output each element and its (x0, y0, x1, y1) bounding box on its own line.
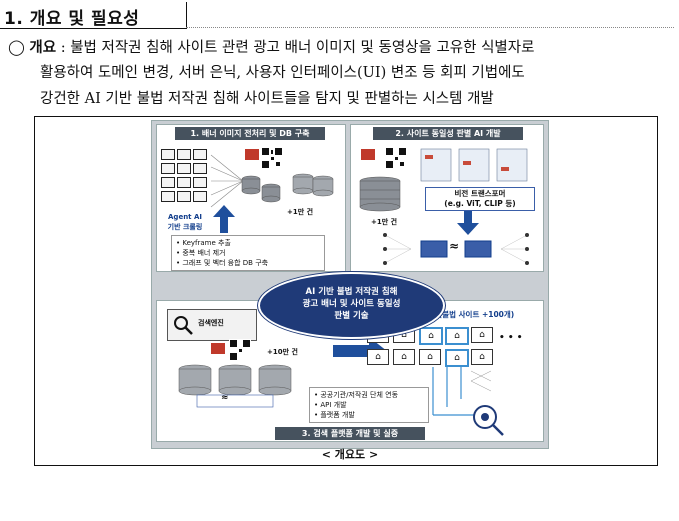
agent-label-2: 기반 크롤링 (167, 223, 203, 231)
down-arrow-icon (457, 211, 479, 235)
banner-thumbnail (177, 191, 191, 202)
panel-1-header: 1. 배너 이미지 전처리 및 DB 구축 (175, 127, 325, 140)
intro-lead: 개요 (29, 40, 57, 56)
website-icon: ⌂ (471, 327, 493, 343)
banner-ad-icon-3 (211, 343, 225, 354)
section-title-box (0, 2, 187, 29)
figure-caption: < 개요도 > (321, 448, 379, 461)
bullet-integration: • 공공기관/저작권 단체 연동 (314, 391, 399, 399)
bullet-db: • 그래프 및 벡터 융합 DB 구축 (176, 259, 269, 267)
core-technology-ellipse: AI 기반 불법 저작권 침해 광고 배너 및 사이트 동일성 판별 기술 (258, 272, 445, 339)
bullet-platform: • 플랫폼 개발 (314, 411, 355, 419)
banner-thumbnail (177, 163, 191, 174)
intro-line-2: 활용하여 도메인 변경, 서버 은닉, 사용자 인터페이스(UI) 변조 등 회… (40, 65, 525, 81)
banner-thumbnail (161, 177, 175, 188)
panel-2-count: +1만 건 (371, 218, 398, 226)
website-icon: ⌂ (419, 327, 443, 345)
panel-1-count: +1만 건 (287, 208, 314, 216)
database-stack-icon (292, 173, 334, 197)
panel-banner-db: 1. 배너 이미지 전처리 및 DB 구축 +1만 건 Agent AI 기반 … (156, 124, 346, 272)
banner-ad-icon (245, 149, 259, 160)
center-line-3: 판별 기술 (334, 311, 369, 321)
panel-identity-ai: 2. 사이트 동일성 판별 AI 개발 +1만 건 비전 트랜스포머 (e.g.… (350, 124, 544, 272)
search-icon (174, 316, 193, 335)
model-examples: (e.g. ViT, CLIP 등) (444, 199, 516, 208)
panel-1-bullets: • Keyframe 추출 • 중복 배너 제거 • 그래프 및 벡터 융합 D… (171, 235, 325, 271)
model-architecture-icon (420, 148, 528, 182)
bullet-keyframe: • Keyframe 추출 (176, 239, 231, 247)
model-name: 비전 트랜스포머 (454, 189, 506, 198)
intro-marker: ◯ (8, 38, 25, 56)
banner-thumbnail (193, 149, 207, 160)
intro-line-1: ◯ 개요 : 불법 저작권 침해 사이트 관련 광고 배너 이미지 및 동영상을… (8, 34, 678, 61)
bullet-api: • API 개발 (314, 401, 347, 409)
database-cluster-icon (178, 364, 292, 408)
panel-3-header: 3. 검색 플랫폼 개발 및 실증 (275, 427, 425, 440)
database-icon (241, 175, 281, 203)
intro-line-1-text: : 불법 저작권 침해 사이트 관련 광고 배너 이미지 및 동영상을 고유한 … (56, 40, 535, 56)
center-line-1: AI 기반 불법 저작권 침해 (305, 287, 398, 297)
bullet-dedupe: • 중복 배너 제거 (176, 249, 226, 257)
search-gear-icon (432, 367, 504, 436)
banner-thumbnail (177, 149, 191, 160)
up-arrow-icon (213, 205, 235, 233)
panel-3-count: +10만 건 (267, 348, 298, 356)
more-dots: • • • (499, 333, 523, 343)
qr-code-icon (261, 147, 283, 169)
banner-ad-icon-2 (361, 149, 375, 160)
banner-thumbnail (161, 149, 175, 160)
website-icon: ⌂ (445, 327, 469, 345)
banner-thumbnail (177, 177, 191, 188)
banner-thumbnail (193, 191, 207, 202)
banner-thumbnail (193, 177, 207, 188)
website-icon: ⌂ (445, 349, 469, 367)
database-icon-2 (359, 176, 401, 212)
vision-transformer-box: 비전 트랜스포머 (e.g. ViT, CLIP 등) (425, 187, 535, 211)
agent-label-1: Agent AI (168, 213, 202, 221)
panel-2-header: 2. 사이트 동일성 판별 AI 개발 (373, 127, 523, 140)
section-divider (186, 27, 674, 28)
website-icon: ⌂ (471, 349, 493, 365)
center-line-2: 광고 배너 및 사이트 동일성 (302, 299, 401, 309)
intro-line-3: 강건한 AI 기반 불법 저작권 침해 사이트들을 탐지 및 판별하는 시스템 … (40, 91, 494, 107)
neural-network-icon (383, 233, 529, 265)
section-title: 1. 개요 및 필요성 (4, 9, 140, 29)
demo-label: 실증(불법 사이트 +100개) (425, 310, 515, 319)
approx-symbol: ≈ (449, 239, 460, 253)
search-engine-label: 검색엔진 (198, 319, 224, 327)
search-engine-window: 검색엔진 (167, 309, 257, 341)
website-icon: ⌂ (419, 349, 441, 365)
approx-symbol-3: ≈ (221, 393, 229, 403)
website-icon: ⌂ (367, 349, 389, 365)
qr-code-icon-2 (385, 147, 407, 169)
panel-3-bullets: • 공공기관/저작권 단체 연동 • API 개발 • 플랫폼 개발 (309, 387, 429, 423)
qr-code-icon-3 (229, 339, 251, 361)
banner-thumbnail (193, 163, 207, 174)
banner-thumbnail (161, 191, 175, 202)
banner-thumbnail (161, 163, 175, 174)
fan-lines-icon (210, 154, 244, 208)
website-icon: ⌂ (393, 349, 415, 365)
